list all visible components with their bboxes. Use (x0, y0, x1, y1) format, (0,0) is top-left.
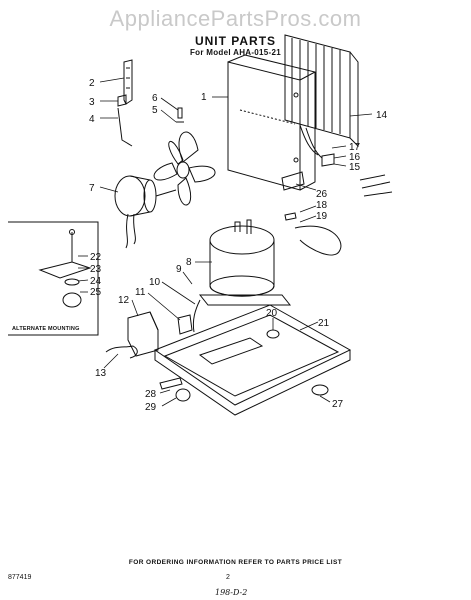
page-number: 2 (226, 574, 230, 581)
document-number: 877419 (8, 574, 32, 581)
callout-12: 12 (118, 295, 130, 306)
wire-clip-part-10 (192, 299, 201, 333)
callout-24: 24 (90, 276, 102, 287)
callout-5: 5 (152, 105, 158, 116)
alternate-mounting-caption: ALTERNATE MOUNTING (12, 326, 80, 332)
diagram-subtitle: For Model AHA-015-21 (189, 48, 282, 57)
foot-part (311, 384, 329, 396)
callout-14: 14 (376, 110, 388, 121)
callout-13: 13 (95, 368, 107, 379)
leader-lines (77, 77, 373, 407)
shaft-part (159, 377, 183, 390)
callout-22: 22 (90, 252, 102, 263)
callout-15: 15 (349, 162, 361, 173)
callout-7: 7 (89, 183, 95, 194)
callout-29: 29 (145, 402, 157, 413)
callout-9: 9 (176, 264, 182, 275)
callout-16: 16 (349, 152, 361, 163)
capacitor-part (127, 311, 159, 357)
setscrew-part-6 (177, 107, 183, 119)
terminal-block-part (321, 153, 335, 167)
callout-10: 10 (149, 277, 161, 288)
callout-3: 3 (89, 97, 95, 108)
wire-harness-part (294, 225, 342, 256)
callout-21: 21 (318, 318, 330, 329)
callout-20: 20 (266, 308, 278, 319)
callout-28: 28 (145, 389, 157, 400)
compressor-part (198, 219, 292, 306)
watermark: AppliancePartsPros.com (109, 6, 362, 31)
callout-8: 8 (186, 257, 192, 268)
condenser-frame-part (227, 54, 317, 191)
callout-17: 17 (349, 142, 361, 153)
bracket-part-2 (123, 59, 133, 105)
callout-11: 11 (135, 287, 146, 298)
rod-part-4 (117, 107, 133, 147)
mount-strip-part (281, 171, 305, 191)
part-number-callouts: 1 2 3 4 5 6 7 8 9 10 11 12 13 14 15 16 1… (89, 78, 388, 413)
fan-motor-part (114, 175, 177, 249)
alternate-mounting-inset (8, 221, 99, 336)
callout-6: 6 (152, 93, 158, 104)
lead-wires-part (359, 174, 393, 197)
callout-26: 26 (316, 189, 328, 200)
callout-1: 1 (201, 92, 207, 103)
callout-4: 4 (89, 114, 95, 125)
plug-part (284, 212, 297, 221)
callout-27: 27 (332, 399, 344, 410)
condenser-coil-part (284, 34, 359, 159)
relay-part-11 (177, 314, 193, 335)
callout-19: 19 (316, 211, 328, 222)
fan-blade-part (153, 131, 216, 206)
grommet-part (266, 329, 280, 339)
callout-2: 2 (89, 78, 95, 89)
capacitor-bracket-part (105, 345, 138, 359)
clip-part-3 (117, 94, 127, 107)
ordering-info-text: FOR ORDERING INFORMATION REFER TO PARTS … (128, 559, 343, 566)
bushing-part (175, 388, 191, 402)
callout-23: 23 (90, 264, 102, 275)
callout-25: 25 (90, 287, 102, 298)
callout-18: 18 (316, 200, 328, 211)
diagram-title: UNIT PARTS (194, 34, 277, 48)
base-pan-part (153, 304, 352, 416)
handwritten-note: 198-D-2 (215, 588, 248, 597)
